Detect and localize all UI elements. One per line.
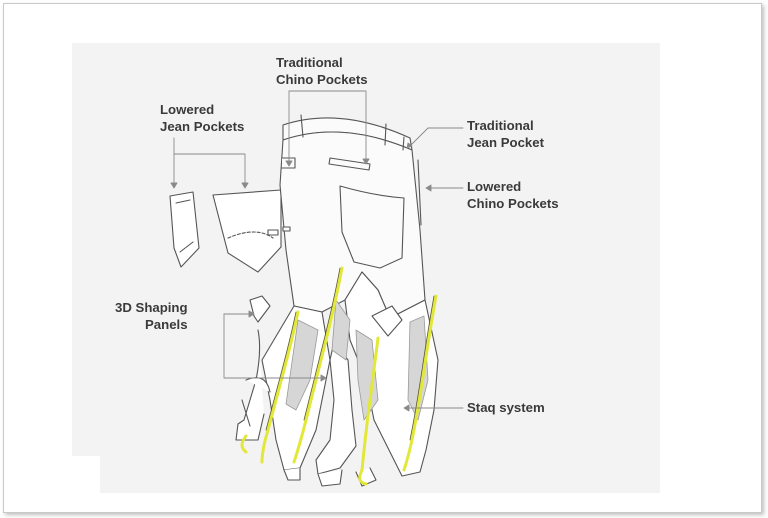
shaping-panels (285, 299, 429, 421)
leader-lines (170, 90, 464, 412)
label-line: Staq system (467, 400, 545, 415)
label-traditional-chino-pockets: Traditional Chino Pockets (276, 54, 368, 88)
label-traditional-jean-pocket: Traditional Jean Pocket (467, 117, 544, 151)
label-line: Jean Pockets (160, 119, 245, 134)
left-leg (235, 295, 331, 481)
label-line: Chino Pockets (467, 196, 559, 211)
label-lowered-chino-pockets: Lowered Chino Pockets (467, 178, 559, 212)
label-line: Lowered (467, 179, 522, 194)
staq-system (240, 266, 438, 486)
label-line: Traditional (467, 118, 534, 133)
label-line: Panels (145, 317, 188, 332)
label-line: Traditional (276, 55, 343, 70)
lowered-jean-pocket-pieces (169, 189, 282, 273)
label-line: Chino Pockets (276, 72, 368, 87)
label-staq-system: Staq system (467, 399, 545, 416)
corner-notch (72, 456, 100, 493)
label-lowered-jean-pockets: Lowered Jean Pockets (160, 101, 244, 135)
label-line: Jean Pocket (467, 135, 544, 150)
staq-system-dark (265, 267, 435, 441)
label-3d-shaping-panels: 3D Shaping Panels (115, 299, 188, 333)
pants-seat (279, 114, 426, 319)
label-line: 3D Shaping (115, 300, 188, 315)
label-line: Lowered (160, 102, 215, 117)
